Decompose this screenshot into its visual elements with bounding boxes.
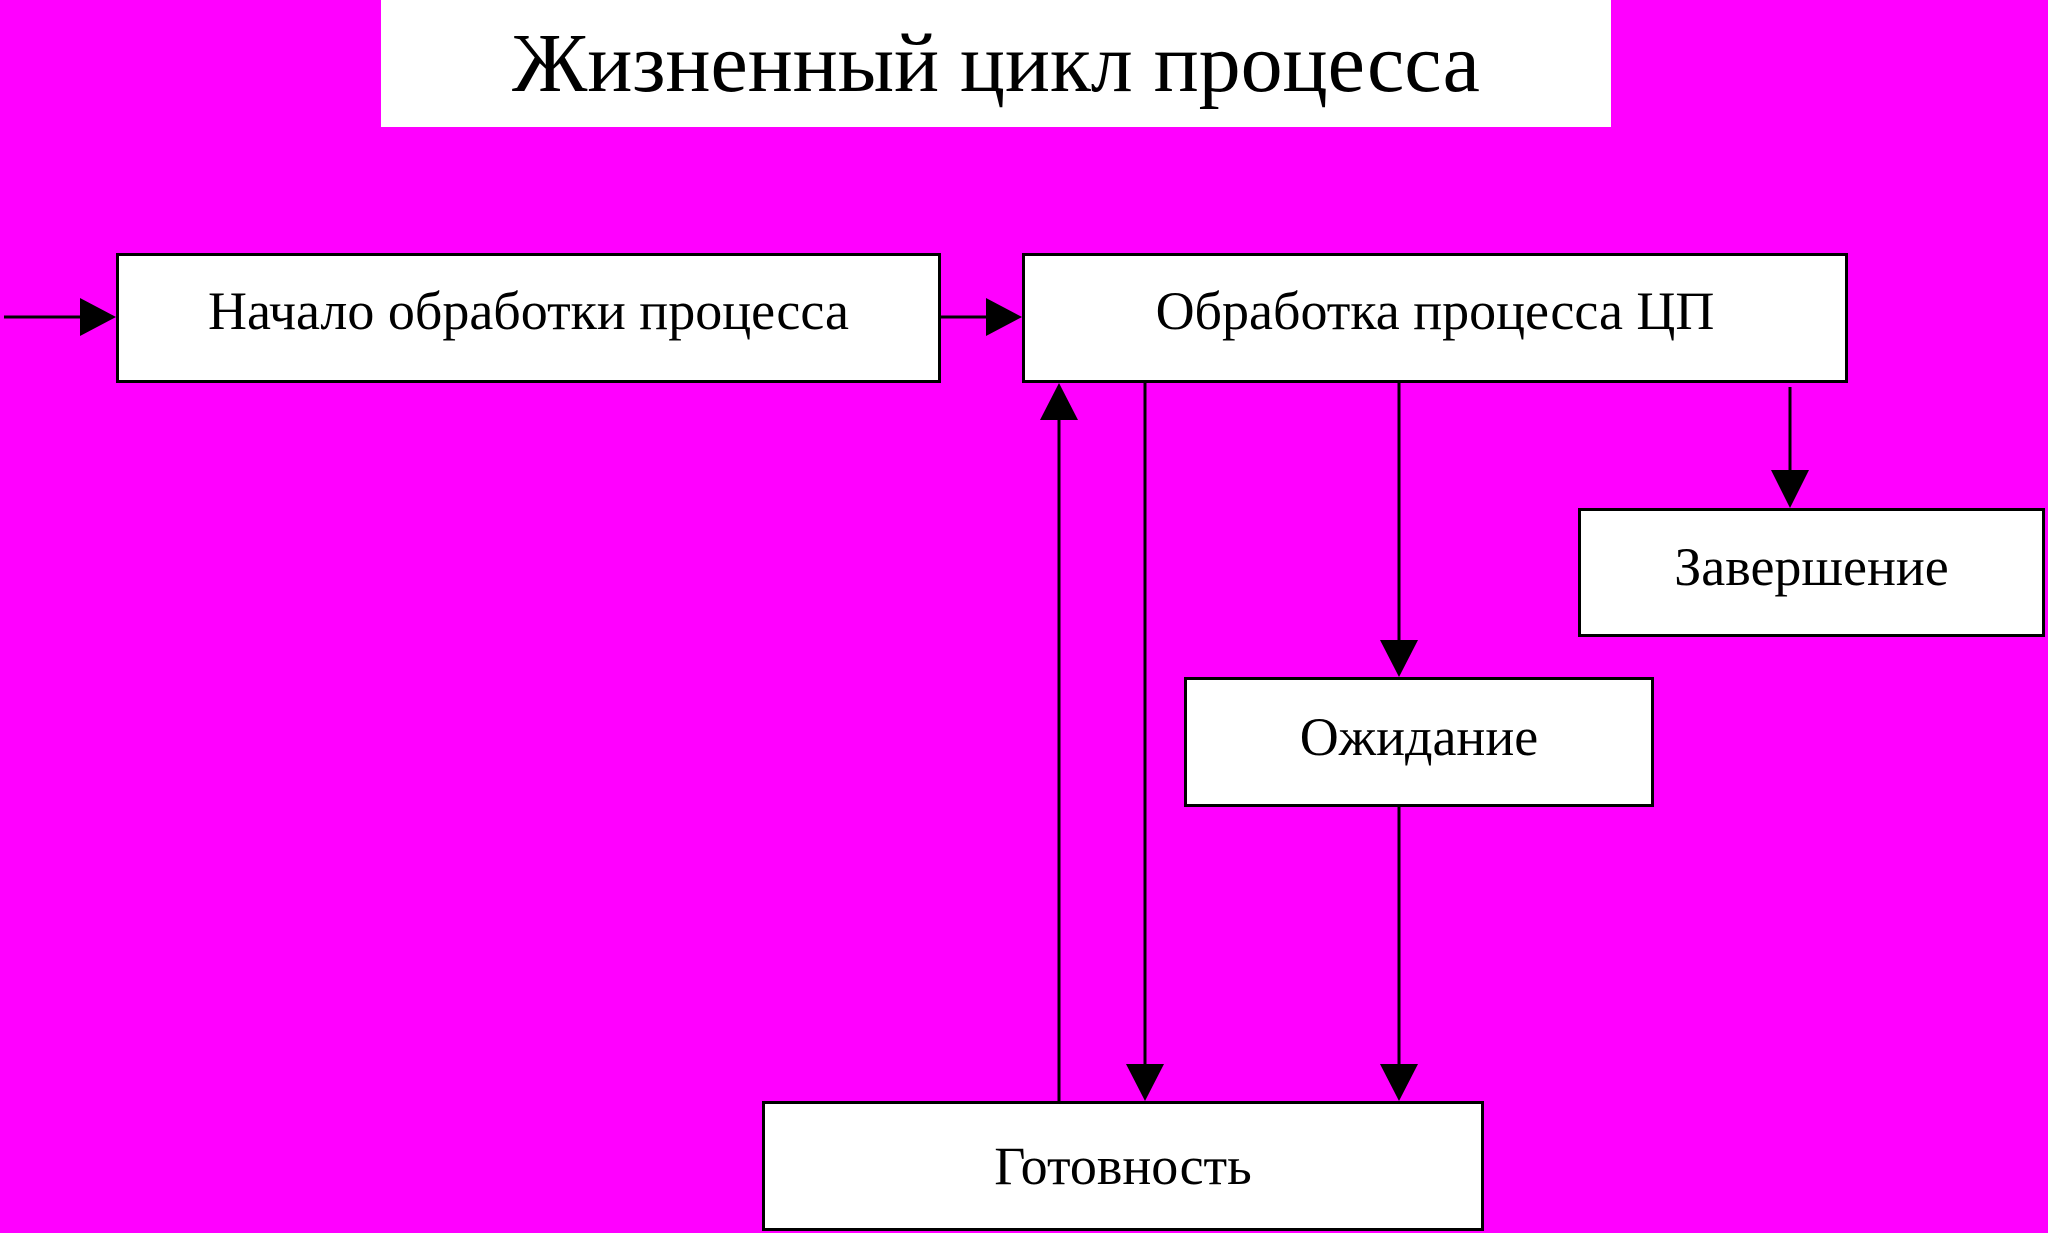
arrow-start-to-cpu <box>941 298 1022 336</box>
node-ready-label: Готовность <box>994 1136 1252 1196</box>
arrow-cpu-to-ready <box>1126 383 1164 1101</box>
node-cpu-processing: Обработка процесса ЦП <box>1022 253 1848 383</box>
arrow-ready-to-cpu <box>1040 383 1078 1101</box>
node-completion-label: Завершение <box>1674 536 1949 597</box>
node-ready: Готовность <box>762 1101 1484 1231</box>
arrow-entry-to-start <box>4 298 116 336</box>
node-completion: Завершение <box>1578 508 2045 637</box>
node-process-start-label: Начало обработки процесса <box>208 281 849 341</box>
node-process-start: Начало обработки процесса <box>116 253 941 383</box>
node-waiting-label: Ожидание <box>1299 707 1539 767</box>
node-cpu-processing-label: Обработка процесса ЦП <box>1155 281 1715 341</box>
node-waiting: Ожидание <box>1184 677 1654 807</box>
arrow-wait-to-ready <box>1380 807 1418 1101</box>
arrow-cpu-to-finish <box>1771 387 1809 508</box>
title-banner: Жизненный цикл процесса <box>381 0 1611 127</box>
diagram-title: Жизненный цикл процесса <box>512 16 1480 110</box>
arrow-cpu-to-wait <box>1380 383 1418 677</box>
